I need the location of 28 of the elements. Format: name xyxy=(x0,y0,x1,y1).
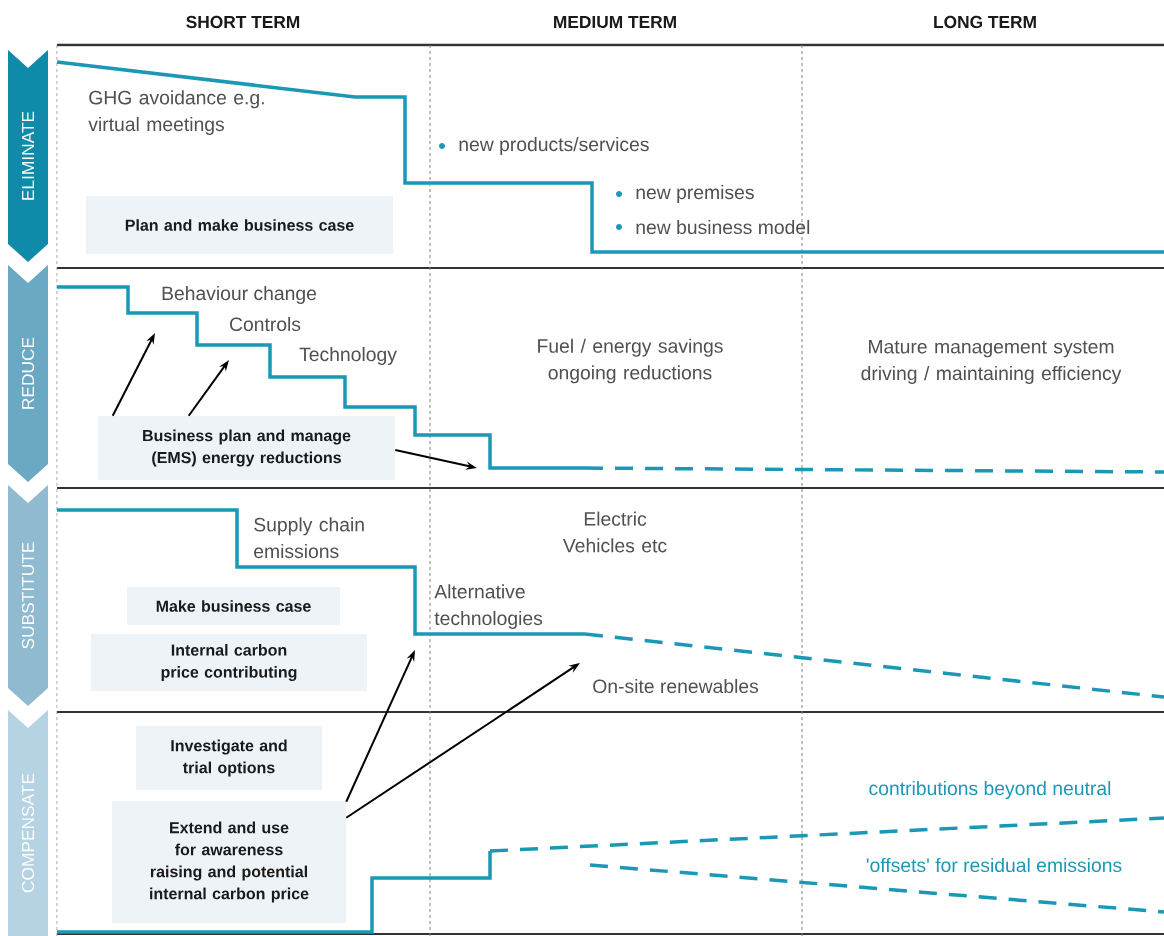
bullet-item: new premises xyxy=(616,185,754,203)
annotation-text: Controls xyxy=(230,316,301,332)
annotation-text: On-site renewables xyxy=(593,678,759,694)
annotation-text: Supply chain emissions xyxy=(254,517,364,559)
annotation-text: Alternative technologies xyxy=(434,584,543,629)
action-box: Investigate and trial options xyxy=(136,726,322,790)
action-box: Business plan and manage (EMS) energy reductions xyxy=(98,416,395,480)
bullet-item: new business model xyxy=(616,219,810,235)
column-heading: SHORT TERM xyxy=(186,15,300,29)
stage-band: REDUCE xyxy=(8,265,48,482)
stage-band: ELIMINATE xyxy=(8,50,48,262)
column-heading: LONG TERM xyxy=(934,15,1036,29)
annotation-text: GHG avoidance e.g. virtual meetings xyxy=(88,90,264,135)
action-box: Make business case xyxy=(127,587,340,625)
annotation-text: 'offsets' for residual emissions xyxy=(866,857,1122,873)
action-box: Extend and use for awareness raising and potential internal carbon price xyxy=(112,801,346,923)
stage-band: COMPENSATE xyxy=(8,710,48,936)
stage-band: SUBSTITUTE xyxy=(8,485,48,706)
annotation-text: contributions beyond neutral xyxy=(869,781,1111,799)
annotation-text: Fuel / energy savings ongoing reductions xyxy=(538,338,723,384)
annotation-text: Electric Vehicles etc xyxy=(562,511,667,553)
annotation-text: Behaviour change xyxy=(162,286,316,304)
action-box: Plan and make business case xyxy=(86,196,393,254)
bullet-item: new products/services xyxy=(439,137,649,155)
annotation-text: Technology xyxy=(299,347,397,365)
annotation-text: Mature management system driving / maintaining efficiency xyxy=(861,340,1122,384)
column-heading: MEDIUM TERM xyxy=(554,15,676,29)
action-box: Internal carbon price contributing xyxy=(91,634,367,691)
